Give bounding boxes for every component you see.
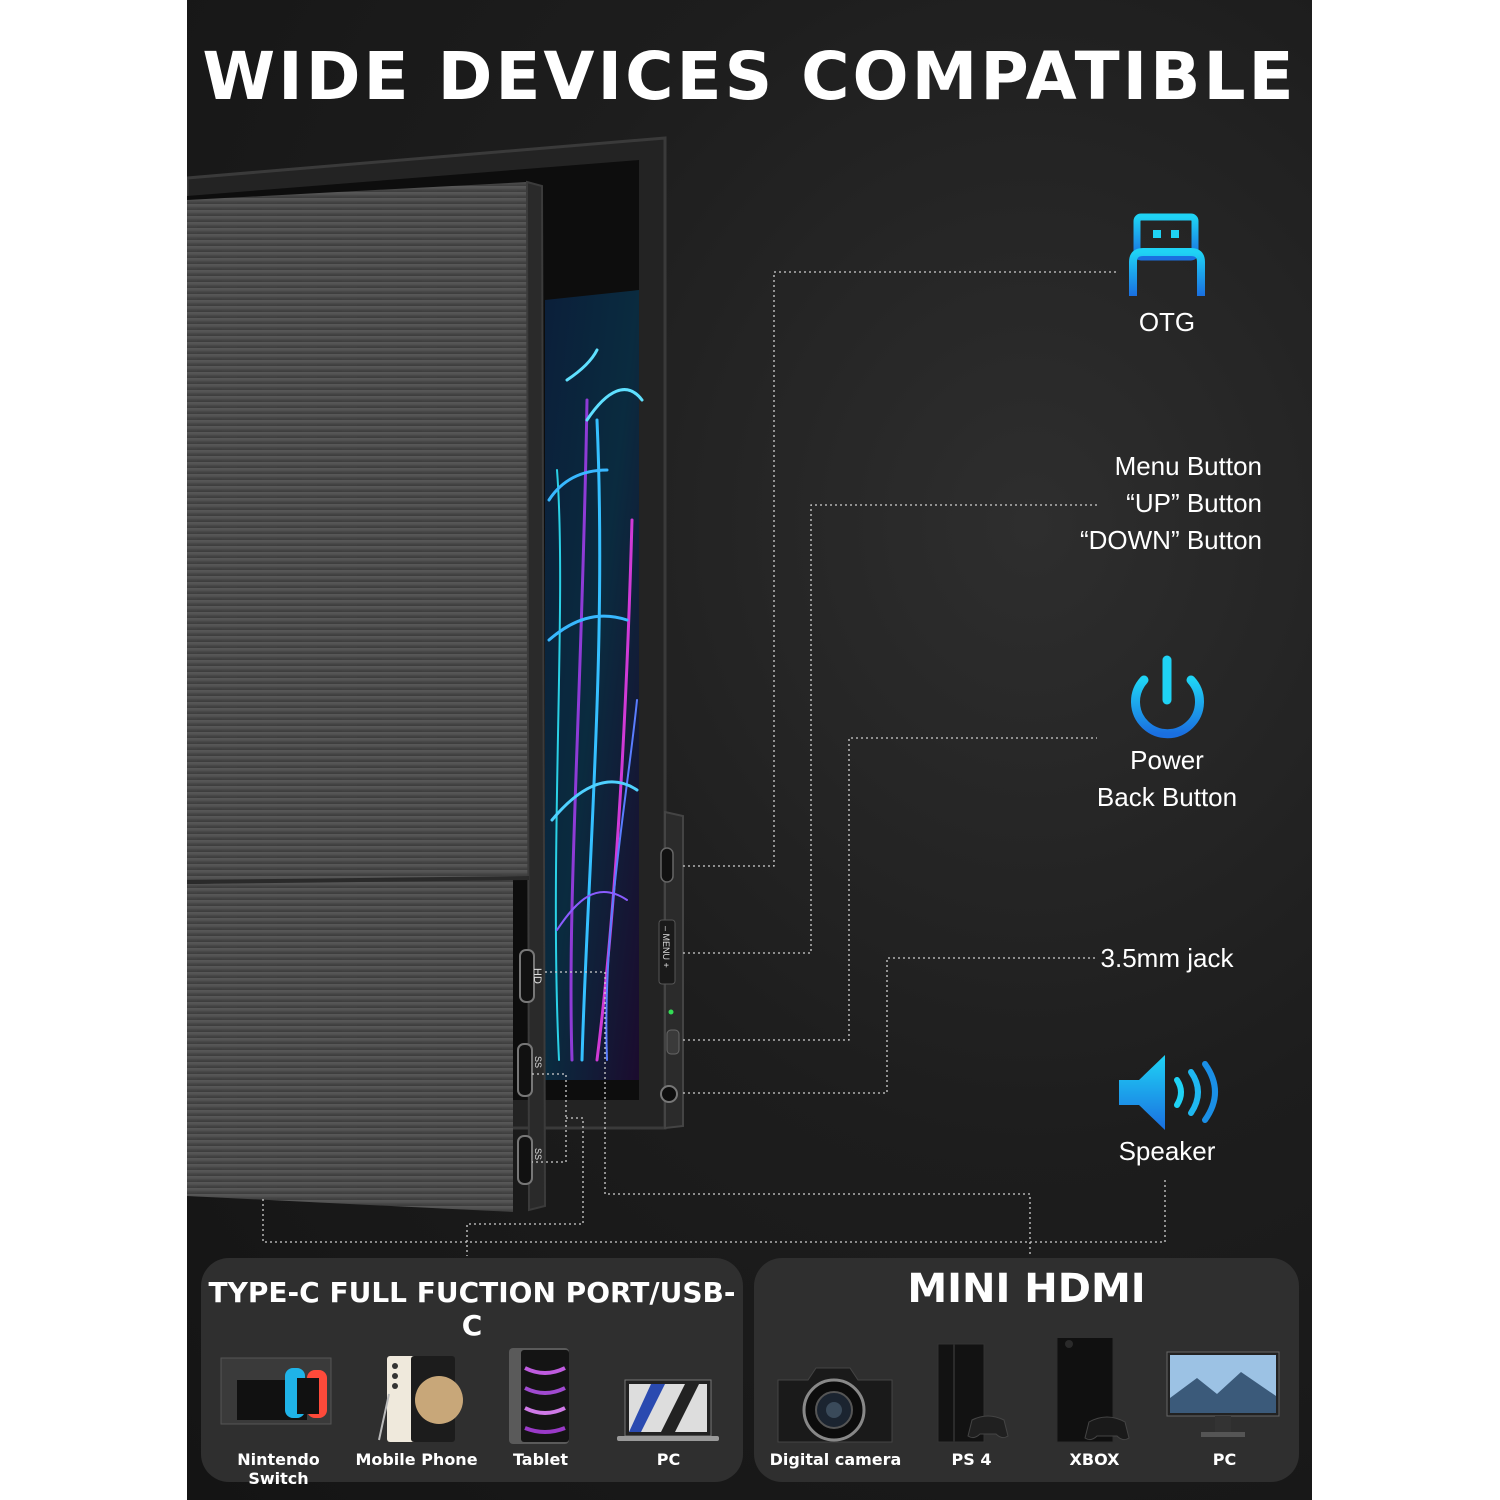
power-icon xyxy=(1131,655,1204,739)
menu-port-label: – MENU + xyxy=(661,926,671,968)
up-button-label: “UP” Button xyxy=(1126,488,1262,518)
device-pc-monitor: PC xyxy=(1157,1338,1292,1478)
menu-button-label: Menu Button xyxy=(1114,451,1262,481)
headline: WIDE DEVICES COMPATIBLE xyxy=(202,38,1297,115)
device-pc-laptop: PC xyxy=(601,1338,736,1478)
otg-label: OTG xyxy=(1138,307,1196,337)
usb-icon xyxy=(1129,213,1205,296)
typec-panel-title: TYPE-C FULL FUCTION PORT/USB-C xyxy=(208,1276,736,1342)
device-label: XBOX xyxy=(1069,1450,1120,1469)
hd-port-label: HD xyxy=(531,968,543,984)
buttons-feature: Menu Button “UP” Button “DOWN” Button xyxy=(987,448,1262,559)
monitor-icon xyxy=(1166,1351,1280,1437)
back-button-label: Back Button xyxy=(1096,782,1238,812)
xbox-icon xyxy=(1056,1338,1130,1443)
device-label: Mobile Phone xyxy=(355,1450,478,1469)
power-feature: Power Back Button xyxy=(1067,742,1267,816)
device-mobile-phone: Mobile Phone xyxy=(349,1338,484,1478)
ps4-icon xyxy=(937,1343,1009,1443)
typec-panel: TYPE-C FULL FUCTION PORT/USB-C Nintendo … xyxy=(201,1258,743,1488)
jack-label: 3.5mm jack xyxy=(1100,943,1234,973)
hdmi-panel: MINI HDMI Digital camera PS 4 xyxy=(754,1258,1299,1482)
down-button-label: “DOWN” Button xyxy=(1079,525,1262,555)
nintendo-switch-icon xyxy=(220,1357,332,1425)
device-ps4: PS 4 xyxy=(904,1338,1039,1478)
monitor-illustration: HD SS SS – MENU + xyxy=(187,136,1218,1256)
device-label: PC xyxy=(1212,1450,1237,1469)
speaker-icon xyxy=(1119,1055,1218,1130)
ss-port-label-1: SS xyxy=(533,1056,543,1068)
speaker-label: Speaker xyxy=(1118,1136,1216,1166)
device-label: PC xyxy=(656,1450,681,1469)
device-label: Nintendo Switch xyxy=(237,1450,320,1488)
poster: HD SS SS – MENU + WIDE DEVICES COMPATIBL… xyxy=(187,0,1312,1500)
device-digital-camera: Digital camera xyxy=(768,1338,903,1478)
device-label: Tablet xyxy=(512,1450,569,1469)
power-label: Power xyxy=(1130,745,1204,775)
device-xbox: XBOX xyxy=(1027,1338,1162,1478)
ss-port-label-2: SS xyxy=(533,1148,543,1160)
device-label: PS 4 xyxy=(951,1450,992,1469)
device-nintendo-switch: Nintendo Switch xyxy=(211,1338,346,1488)
phone-icon xyxy=(378,1356,463,1442)
tablet-icon xyxy=(509,1348,569,1444)
device-tablet: Tablet xyxy=(473,1338,608,1478)
camera-icon xyxy=(777,1367,893,1443)
laptop-icon xyxy=(617,1379,719,1441)
device-label: Digital camera xyxy=(769,1450,902,1469)
hdmi-panel-title: MINI HDMI xyxy=(907,1266,1146,1312)
